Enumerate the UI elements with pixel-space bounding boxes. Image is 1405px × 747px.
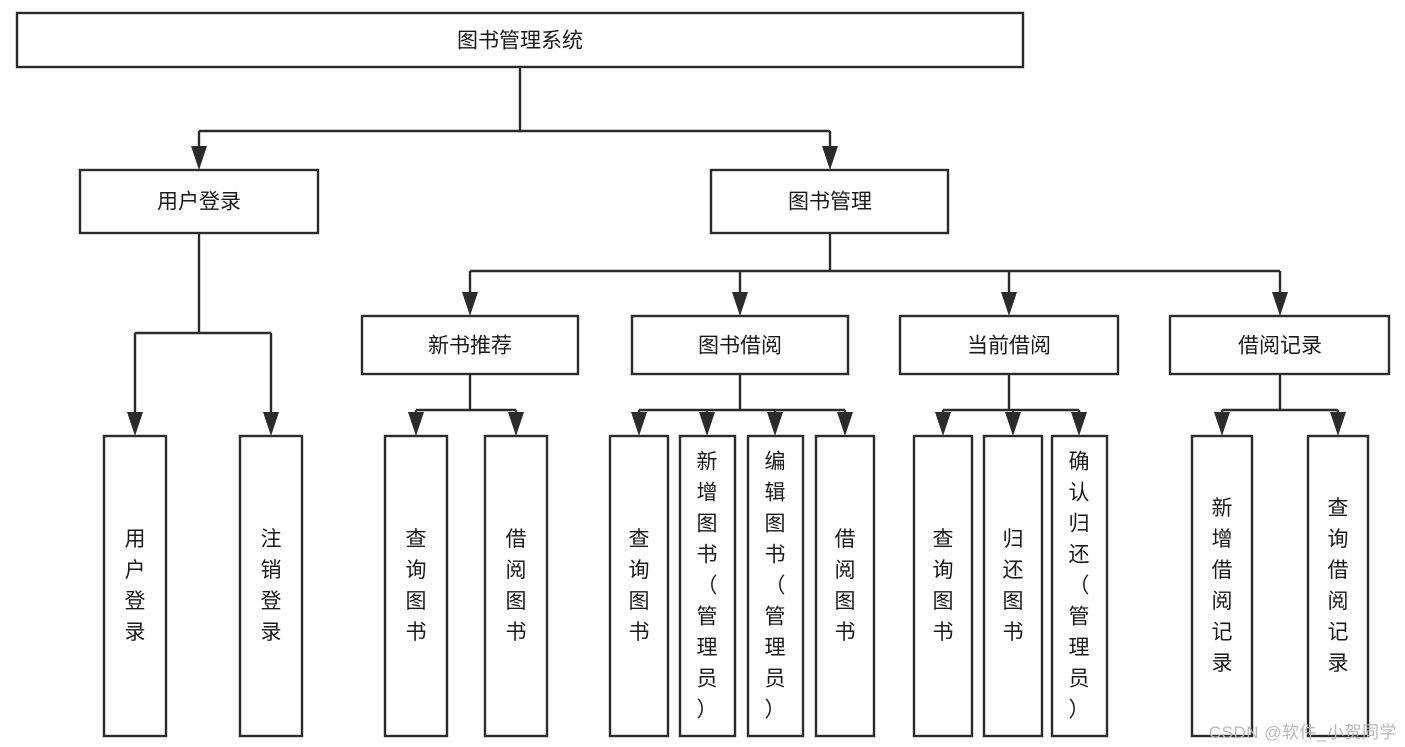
node-leaf-add-record-rect[interactable]: [1190, 434, 1254, 738]
node-leaf-return-book[interactable]: 归还图书: [982, 434, 1044, 738]
arrow-to-book-manage: [822, 146, 838, 170]
node-leaf-query-book-3[interactable]: 查询图书: [912, 434, 974, 738]
arrow-to-leaf-query-book-1: [408, 412, 424, 436]
node-leaf-query-book-2-label: 查询图书: [629, 528, 650, 644]
node-leaf-add-record[interactable]: 新增借阅记录: [1190, 434, 1254, 738]
node-leaf-confirm-return-admin-label: 确认归还（管理员）: [1069, 451, 1090, 722]
node-leaf-borrow-book-1-rect[interactable]: [483, 434, 549, 738]
node-leaf-query-record[interactable]: 查询借阅记录: [1306, 434, 1370, 738]
node-current-borrow[interactable]: 当前借阅: [898, 314, 1120, 376]
node-leaf-confirm-return-admin[interactable]: 确认归还（管理员）: [1050, 434, 1109, 738]
arrow-to-leaf-add-book-admin: [699, 412, 715, 436]
node-new-book-rec-label: 新书推荐: [428, 335, 512, 358]
arrow-to-leaf-user-login: [127, 412, 143, 436]
node-borrow-record[interactable]: 借阅记录: [1168, 314, 1391, 376]
node-leaf-user-login-rect[interactable]: [102, 434, 168, 738]
node-root-rect[interactable]: [15, 11, 1025, 69]
arrow-to-book-borrow: [732, 292, 748, 316]
node-leaf-edit-book-admin-label: 编辑图书（管理员）: [765, 451, 786, 722]
node-book-borrow-rect[interactable]: [630, 314, 850, 376]
node-leaf-add-book-admin-rect[interactable]: [678, 434, 737, 738]
arrow-to-user-login: [191, 146, 207, 170]
node-book-manage[interactable]: 图书管理: [709, 168, 950, 235]
arrow-to-leaf-return-book: [1005, 412, 1021, 436]
node-leaf-borrow-book-1[interactable]: 借阅图书: [483, 434, 549, 738]
connector-layer: [127, 67, 1346, 436]
arrow-to-leaf-query-book-3: [935, 412, 951, 436]
node-new-book-rec[interactable]: 新书推荐: [360, 314, 580, 376]
node-leaf-query-book-1-label: 查询图书: [406, 528, 427, 644]
node-borrow-record-rect[interactable]: [1168, 314, 1391, 376]
node-leaf-borrow-book-2-rect[interactable]: [814, 434, 876, 738]
arrow-to-new-book-rec: [462, 292, 478, 316]
arrow-to-leaf-borrow-book-1: [508, 412, 524, 436]
node-leaf-add-book-admin-label: 新增图书（管理员）: [697, 451, 718, 722]
csdn-watermark: CSDN @软件_小贺同学: [1208, 723, 1397, 742]
node-leaf-confirm-return-admin-rect[interactable]: [1050, 434, 1109, 738]
node-user-login-label: 用户登录: [157, 191, 241, 214]
arrow-to-borrow-record: [1272, 292, 1288, 316]
node-leaf-user-logout[interactable]: 注销登录: [238, 434, 304, 738]
node-user-login-rect[interactable]: [78, 168, 320, 235]
node-book-manage-rect[interactable]: [709, 168, 950, 235]
node-leaf-borrow-book-2-label: 借阅图书: [835, 528, 856, 644]
node-leaf-user-login[interactable]: 用户登录: [102, 434, 168, 738]
node-leaf-borrow-book-1-label: 借阅图书: [506, 528, 527, 644]
node-leaf-return-book-label: 归还图书: [1003, 528, 1024, 644]
node-book-manage-label: 图书管理: [788, 191, 872, 214]
node-leaf-add-record-label: 新增借阅记录: [1212, 497, 1233, 675]
node-leaf-edit-book-admin-rect[interactable]: [746, 434, 805, 738]
arrow-to-leaf-user-logout: [263, 412, 279, 436]
node-leaf-user-logout-rect[interactable]: [238, 434, 304, 738]
node-current-borrow-label: 当前借阅: [967, 335, 1051, 358]
node-book-borrow[interactable]: 图书借阅: [630, 314, 850, 376]
node-current-borrow-rect[interactable]: [898, 314, 1120, 376]
arrow-to-leaf-edit-book-admin: [767, 412, 783, 436]
arrow-to-leaf-add-record: [1214, 412, 1230, 436]
node-leaf-query-book-3-label: 查询图书: [933, 528, 954, 644]
node-book-borrow-label: 图书借阅: [698, 335, 782, 358]
node-leaf-query-book-3-rect[interactable]: [912, 434, 974, 738]
arrow-to-leaf-borrow-book-2: [837, 412, 853, 436]
node-leaf-query-book-1-rect[interactable]: [383, 434, 449, 738]
node-leaf-user-login-label: 用户登录: [125, 528, 146, 644]
node-borrow-record-label: 借阅记录: [1238, 335, 1322, 358]
node-leaf-query-book-2-rect[interactable]: [608, 434, 670, 738]
node-leaf-user-logout-label: 注销登录: [261, 528, 282, 644]
arrow-to-leaf-confirm-return-admin: [1071, 412, 1087, 436]
arrow-to-leaf-query-book-2: [631, 412, 647, 436]
node-leaf-borrow-book-2[interactable]: 借阅图书: [814, 434, 876, 738]
node-leaf-query-book-1[interactable]: 查询图书: [383, 434, 449, 738]
arrow-to-leaf-query-record: [1330, 412, 1346, 436]
node-leaf-query-record-label: 查询借阅记录: [1328, 497, 1349, 675]
node-leaf-return-book-rect[interactable]: [982, 434, 1044, 738]
node-new-book-rec-rect[interactable]: [360, 314, 580, 376]
arrow-to-current-borrow: [1001, 292, 1017, 316]
node-leaf-query-book-2[interactable]: 查询图书: [608, 434, 670, 738]
node-leaf-add-book-admin[interactable]: 新增图书（管理员）: [678, 434, 737, 738]
node-leaf-query-record-rect[interactable]: [1306, 434, 1370, 738]
node-root[interactable]: 图书管理系统: [15, 11, 1025, 69]
node-user-login[interactable]: 用户登录: [78, 168, 320, 235]
node-root-label: 图书管理系统: [457, 30, 583, 53]
node-leaf-edit-book-admin[interactable]: 编辑图书（管理员）: [746, 434, 805, 738]
